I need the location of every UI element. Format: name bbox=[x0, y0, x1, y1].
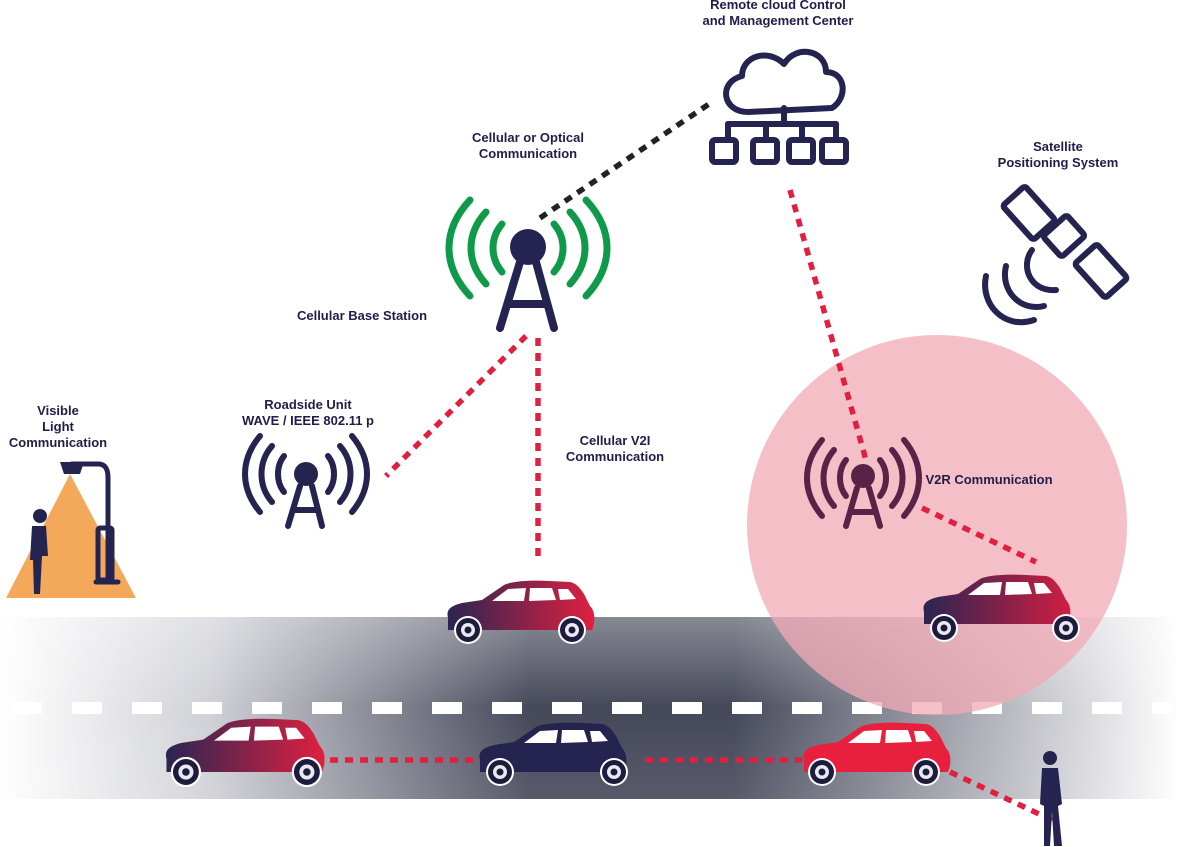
roadside-unit-icon bbox=[242, 433, 370, 529]
label-satellite: Satellite Positioning System bbox=[997, 139, 1119, 170]
link-cloud-to-v2r bbox=[787, 189, 869, 461]
pedestrian-icon bbox=[1040, 751, 1062, 846]
links bbox=[330, 99, 1058, 825]
visible-light-group bbox=[6, 461, 136, 598]
cell-tower-icon bbox=[445, 196, 611, 332]
label-remote-cloud: Remote cloud Control and Management Cent… bbox=[702, 0, 854, 28]
label-visible-light: Visible Light Communication bbox=[8, 403, 108, 450]
street-lamp-icon bbox=[69, 461, 121, 585]
link-v2r-to-car bbox=[920, 505, 1038, 565]
cloud-network-icon bbox=[709, 48, 849, 165]
pedestrian-icon bbox=[30, 509, 48, 594]
label-roadside-unit: Roadside Unit WAVE / IEEE 802.11 p bbox=[242, 397, 374, 428]
link-cloud-to-tower bbox=[538, 99, 714, 221]
v2r-zone bbox=[747, 335, 1127, 715]
label-cellular-base-station: Cellular Base Station bbox=[296, 308, 428, 323]
label-v2r: V2R Communication bbox=[925, 472, 1053, 487]
label-cellular-optical: Cellular or Optical Communication bbox=[472, 130, 584, 161]
lane-marking bbox=[12, 702, 1172, 714]
v2r-tower-icon bbox=[804, 437, 922, 529]
label-cellular-v2i: Cellular V2I Communication bbox=[565, 433, 665, 464]
link-car3-ped bbox=[948, 769, 1058, 825]
light-cone bbox=[6, 474, 136, 598]
link-tower-to-rsu bbox=[384, 334, 528, 478]
satellite-icon bbox=[982, 184, 1130, 325]
